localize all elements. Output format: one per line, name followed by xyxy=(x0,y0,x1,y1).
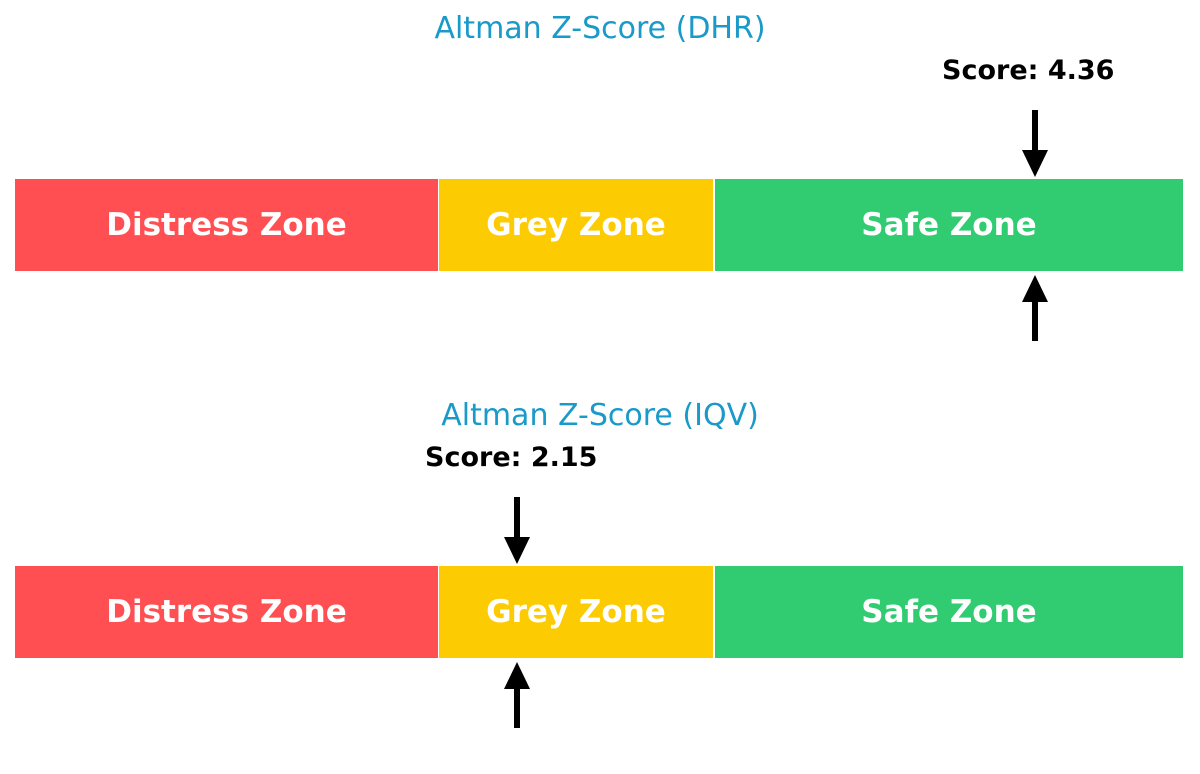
chart-title-iqv: Altman Z-Score (IQV) xyxy=(441,398,759,433)
grey-zone-iqv: Grey Zone xyxy=(439,566,713,658)
safe-zone-iqv: Safe Zone xyxy=(715,566,1183,658)
chart-title-dhr: Altman Z-Score (DHR) xyxy=(434,11,766,46)
score-label-dhr: Score: 4.36 xyxy=(942,55,1115,86)
down-arrow-icon xyxy=(1022,110,1048,177)
safe-zone-dhr: Safe Zone xyxy=(715,179,1183,271)
down-arrow-icon xyxy=(504,497,530,564)
up-arrow-icon xyxy=(504,662,530,728)
grey-zone-dhr: Grey Zone xyxy=(439,179,713,271)
distress-zone-dhr: Distress Zone xyxy=(15,179,438,271)
score-label-iqv: Score: 2.15 xyxy=(425,442,598,473)
distress-zone-iqv: Distress Zone xyxy=(15,566,438,658)
up-arrow-icon xyxy=(1022,275,1048,341)
